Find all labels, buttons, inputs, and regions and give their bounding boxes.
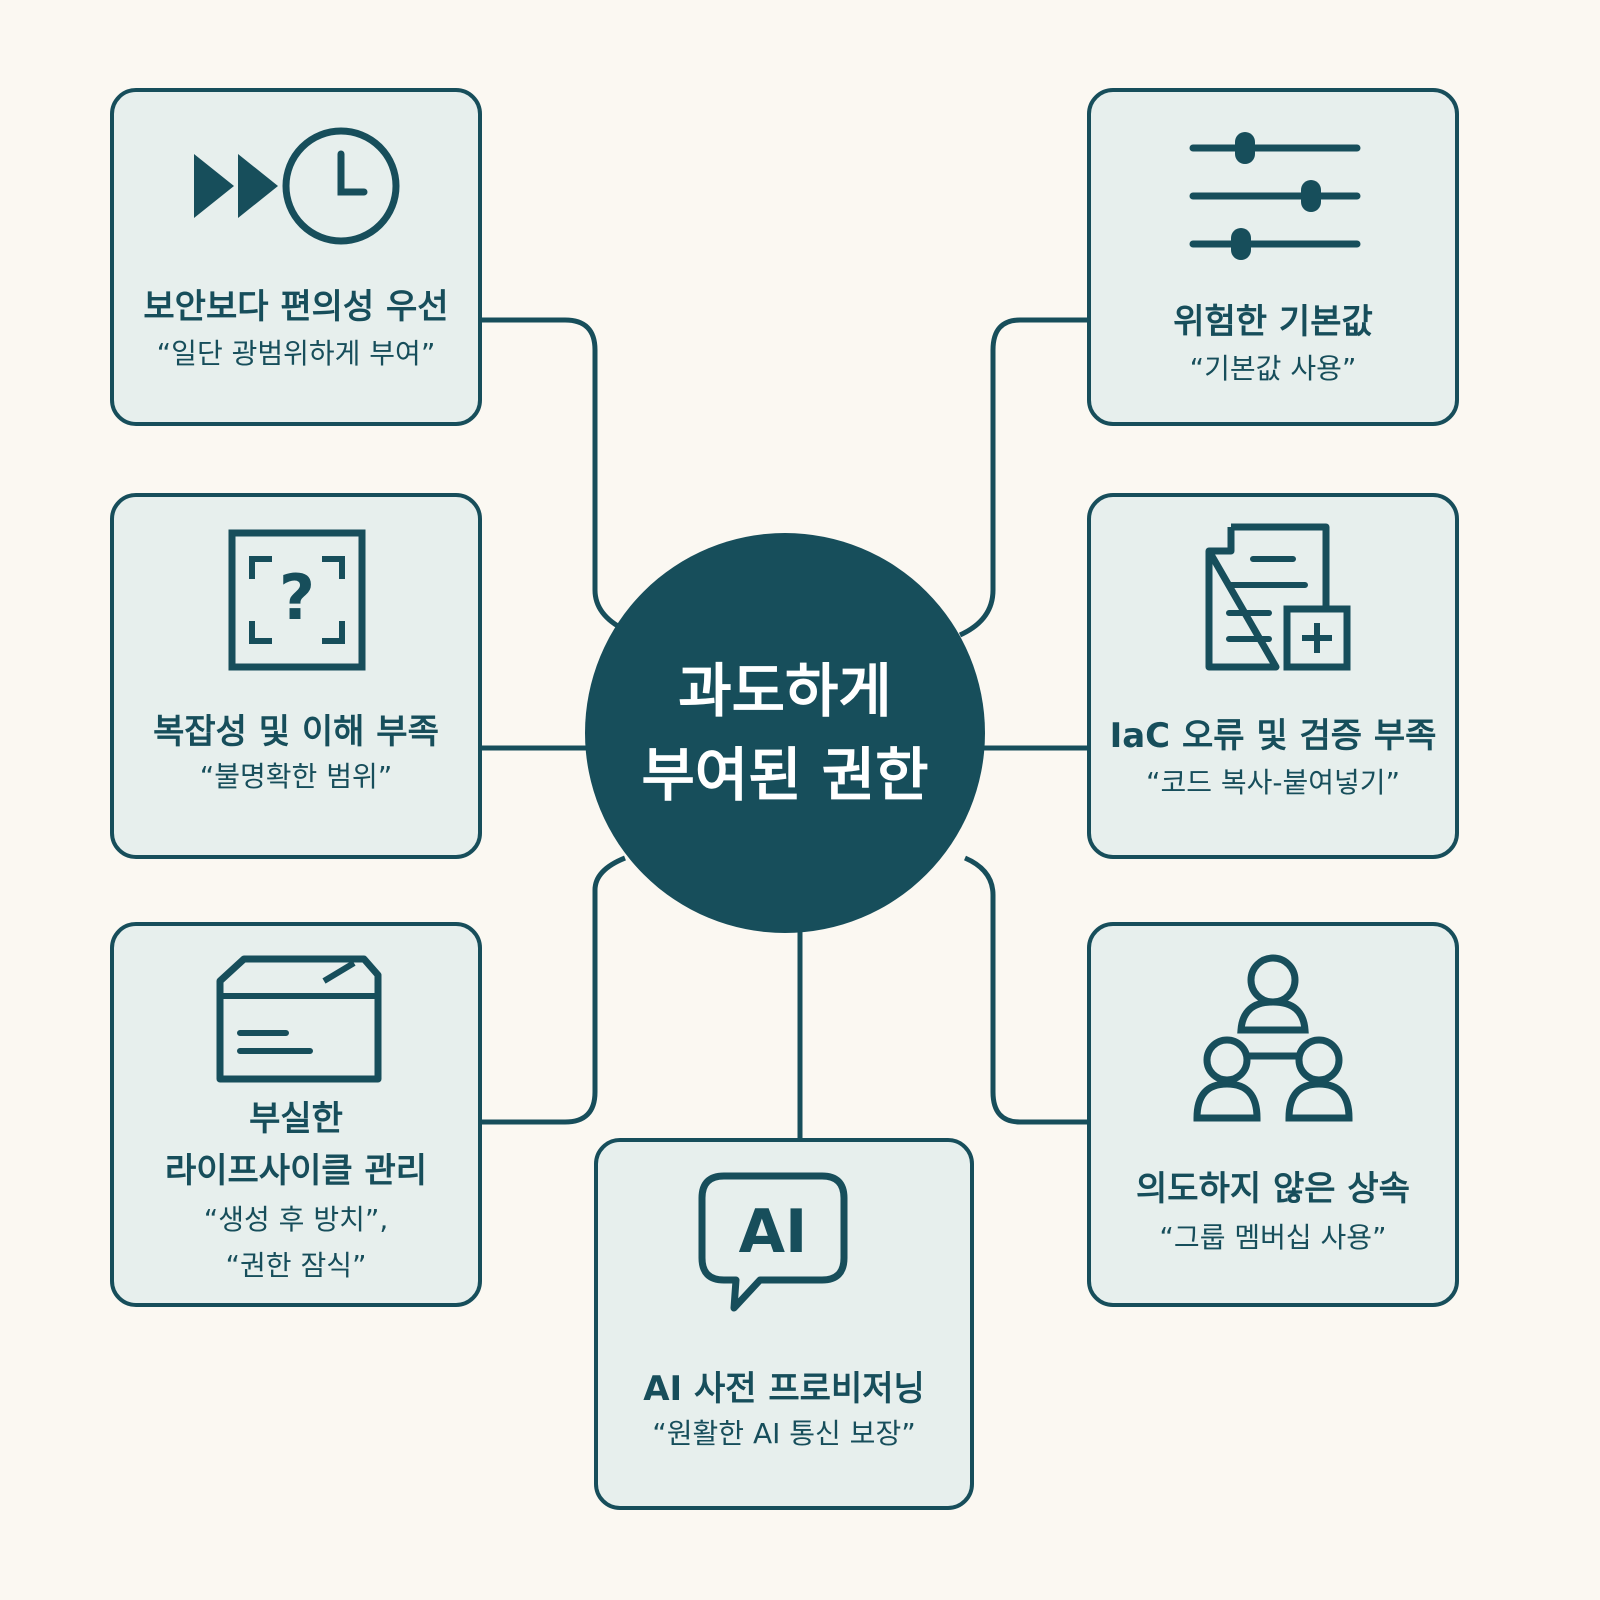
node-quote: “기본값 사용” bbox=[1189, 352, 1357, 385]
svg-text:?: ? bbox=[279, 561, 315, 634]
node-quote: “원활한 AI 통신 보장” bbox=[652, 1417, 916, 1450]
center-line-1: 과도하게 bbox=[678, 656, 892, 725]
node-quote: “불명확한 범위” bbox=[199, 760, 393, 793]
question-frame-icon: ? bbox=[228, 529, 366, 671]
node-title-line-2: 라이프사이클 관리 bbox=[164, 1151, 428, 1191]
center-line-2: 부여된 권한 bbox=[641, 741, 929, 809]
group-hierarchy-icon bbox=[1193, 954, 1353, 1122]
node-quote-1: “생성 후 방치”, bbox=[203, 1203, 389, 1236]
folder-icon bbox=[216, 955, 382, 1083]
node-lifecycle: 부실한 라이프사이클 관리 “생성 후 방치”, “권한 잠식” bbox=[110, 922, 482, 1307]
node-title: 복잡성 및 이해 부족 bbox=[153, 712, 439, 752]
node-ai: AI AI 사전 프로비저닝 “원활한 AI 통신 보장” bbox=[594, 1138, 974, 1510]
document-add-icon bbox=[1205, 523, 1351, 671]
connector-inheritance bbox=[963, 855, 1090, 1125]
connector-lifecycle bbox=[480, 855, 626, 1125]
node-complexity: ? 복잡성 및 이해 부족 “불명확한 범위” bbox=[110, 493, 482, 859]
node-quote-2: “권한 잠식” bbox=[225, 1249, 367, 1282]
node-title: AI 사전 프로비저닝 bbox=[643, 1369, 925, 1409]
ai-icon-text: AI bbox=[739, 1197, 808, 1267]
sliders-icon bbox=[1189, 132, 1361, 260]
node-quote: “그룹 멤버십 사용” bbox=[1159, 1221, 1387, 1254]
node-iac: IaC 오류 및 검증 부족 “코드 복사-붙여넣기” bbox=[1087, 493, 1459, 859]
node-quote: “일단 광범위하게 부여” bbox=[156, 337, 436, 370]
connector-convenience bbox=[480, 317, 627, 633]
node-title: 보안보다 편의성 우선 bbox=[143, 287, 449, 327]
node-title: IaC 오류 및 검증 부족 bbox=[1109, 716, 1437, 756]
node-title-line-1: 부실한 bbox=[249, 1099, 343, 1139]
connector-defaults bbox=[958, 317, 1090, 638]
node-convenience: 보안보다 편의성 우선 “일단 광범위하게 부여” bbox=[110, 88, 482, 426]
central-topic: 과도하게 부여된 권한 bbox=[585, 533, 985, 933]
ai-chat-icon: AI bbox=[698, 1172, 848, 1312]
node-quote: “코드 복사-붙여넣기” bbox=[1145, 766, 1401, 799]
node-title: 의도하지 않은 상속 bbox=[1136, 1169, 1410, 1209]
node-defaults: 위험한 기본값 “기본값 사용” bbox=[1087, 88, 1459, 426]
node-inheritance: 의도하지 않은 상속 “그룹 멤버십 사용” bbox=[1087, 922, 1459, 1307]
fast-forward-clock-icon bbox=[194, 127, 400, 245]
node-title: 위험한 기본값 bbox=[1173, 302, 1373, 342]
